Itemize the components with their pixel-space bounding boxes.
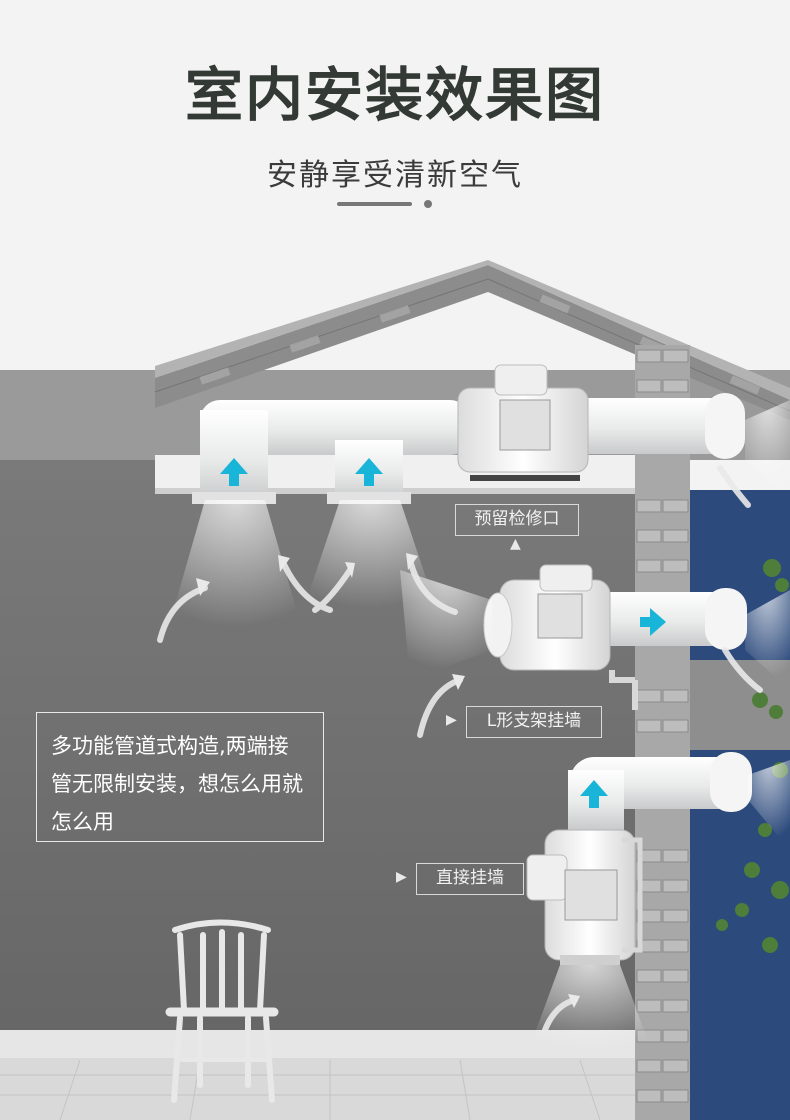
up-pointer-icon: ▲ (510, 536, 521, 552)
label-l-bracket: L形支架挂墙 (466, 706, 602, 738)
page-title: 室内安装效果图 (184, 61, 605, 129)
right-arrow-icon (640, 608, 666, 636)
brick-column (635, 345, 690, 1120)
label-reserved-access: 预留检修口 (455, 504, 579, 536)
decorative-line (337, 202, 412, 206)
right-pointer-icon: ▶ (396, 869, 407, 885)
chair (165, 919, 279, 1103)
interior-wall (0, 460, 635, 1050)
label-direct-wall: 直接挂墙 (416, 863, 524, 895)
up-arrow-icon (220, 458, 608, 808)
feature-callout: 多功能管道式构造,两端接管无限制安装，想怎么用就怎么用 (36, 712, 324, 842)
top-duct (192, 364, 745, 504)
page-subtitle: 安静享受清新空气 (267, 158, 523, 193)
decorative-dot (424, 200, 432, 208)
house-roof (154, 260, 790, 420)
duct-fan-middle (483, 564, 747, 710)
duct-fan-bottom (526, 752, 752, 965)
right-pointer-icon: ▶ (446, 712, 457, 728)
airflow-mist (165, 400, 790, 1060)
